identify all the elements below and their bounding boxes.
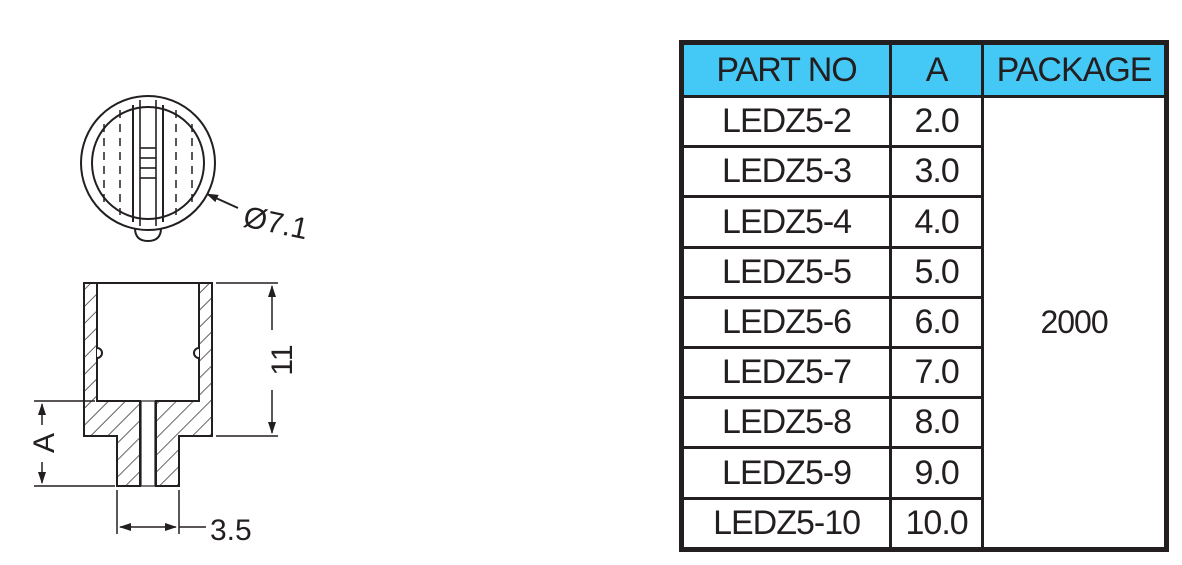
a-cell: 5.0	[889, 245, 985, 299]
part-no-cell: LEDZ5-2	[679, 94, 893, 149]
hidden-lines	[103, 110, 193, 215]
a-cell: 9.0	[889, 446, 985, 500]
width-label: 3.5	[210, 514, 252, 547]
side-view	[83, 282, 213, 487]
a-cell: 4.0	[889, 195, 985, 249]
inner-circle	[91, 106, 205, 220]
section-left	[83, 282, 141, 487]
bump-right	[192, 347, 200, 359]
table-row: LEDZ5-5 5.0	[679, 245, 1167, 299]
table-row: LEDZ5-10 10.0	[679, 496, 1167, 552]
a-cell: 7.0	[889, 346, 985, 400]
part-no-cell: LEDZ5-8	[679, 396, 893, 450]
part-no-cell: LEDZ5-6	[679, 295, 893, 350]
part-no-cell: LEDZ5-4	[679, 195, 893, 249]
part-no-cell: LEDZ5-3	[679, 145, 893, 199]
slot-ribs	[139, 100, 157, 226]
table-header-row: PART NO A PACKAGE	[679, 41, 1168, 98]
a-cell: 3.0	[889, 145, 985, 199]
table-row: LEDZ5-8 8.0	[679, 396, 1167, 450]
a-cell: 8.0	[889, 396, 985, 450]
section-right	[155, 282, 213, 487]
height-dimension	[216, 282, 278, 437]
outer-circle	[80, 95, 216, 231]
center-slot	[140, 400, 156, 487]
part-no-cell: LEDZ5-10	[679, 496, 893, 552]
bump-left	[96, 347, 104, 359]
technical-drawing: Ø7.1 11 A 3.5	[28, 95, 311, 547]
height-label: 11	[266, 344, 299, 375]
part-no-cell: LEDZ5-7	[679, 346, 893, 400]
a-label: A	[28, 433, 61, 453]
a-cell: 2.0	[889, 94, 985, 149]
a-cell: 10.0	[889, 496, 985, 552]
part-no-cell: LEDZ5-5	[679, 245, 893, 299]
package-cell: 2000	[981, 95, 1168, 551]
width-dimension	[116, 490, 206, 534]
table-row: LEDZ5-4 4.0	[679, 195, 1167, 249]
header-a: A	[889, 41, 985, 98]
part-no-cell: LEDZ5-9	[679, 446, 893, 500]
table-row: LEDZ5-9 9.0	[679, 446, 1167, 500]
top-view	[80, 95, 239, 243]
bottom-nub	[134, 227, 162, 243]
table-row: LEDZ5-2 2.0 2000	[679, 94, 1168, 551]
header-part-no: PART NO	[679, 41, 893, 98]
header-package: PACKAGE	[981, 41, 1168, 98]
a-dimension	[34, 400, 115, 487]
diameter-label: Ø7.1	[241, 201, 311, 247]
a-cell: 6.0	[889, 295, 985, 350]
table-row: LEDZ5-3 3.0	[679, 145, 1167, 199]
parts-table: PART NO A PACKAGE LEDZ5-2 2.0 2000 LEDZ5…	[679, 40, 1169, 552]
table-row: LEDZ5-7 7.0	[679, 346, 1167, 400]
table-row: LEDZ5-6 6.0	[679, 295, 1167, 350]
diameter-leader	[206, 193, 239, 209]
